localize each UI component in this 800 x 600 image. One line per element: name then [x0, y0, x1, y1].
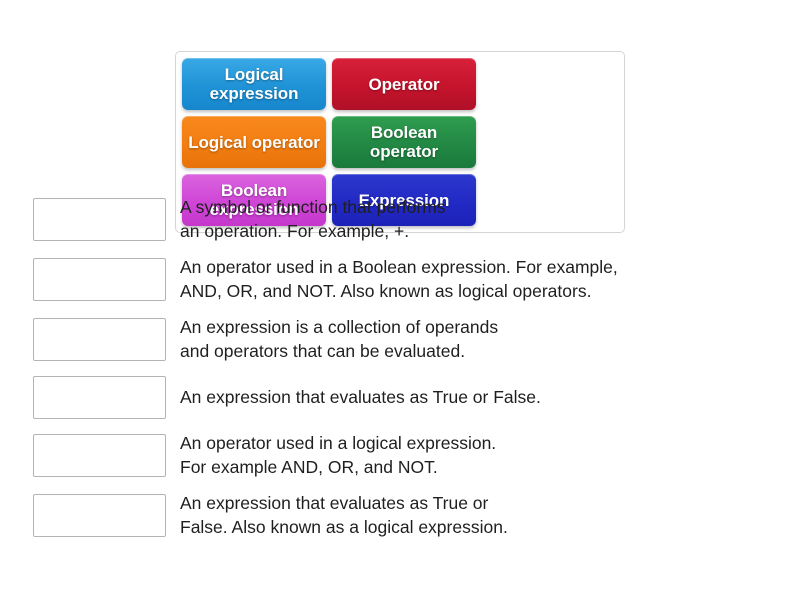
tile-label: Boolean expression [209, 181, 299, 219]
tile-label: Boolean operator [369, 123, 439, 161]
drop-slot-4[interactable] [33, 376, 166, 419]
definition-text: An expression that evaluates as True or … [180, 493, 508, 537]
definition-row: An expression that evaluates as True or … [33, 492, 793, 539]
drop-slot-1[interactable] [33, 198, 166, 241]
draggable-tile-logical-expression[interactable]: Logical expression [182, 58, 326, 110]
draggable-tile-operator[interactable]: Operator [332, 58, 476, 110]
definition-text: An expression is a collection of operand… [180, 317, 499, 361]
drop-slot-2[interactable] [33, 258, 166, 301]
definition-text: An operator used in a logical expression… [180, 433, 497, 477]
definition-row: An expression that evaluates as True or … [33, 376, 793, 419]
drop-slot-6[interactable] [33, 494, 166, 537]
draggable-tile-boolean-expression[interactable]: Boolean expression [182, 174, 326, 226]
definition-row: An expression is a collection of operand… [33, 316, 793, 363]
drop-slot-3[interactable] [33, 318, 166, 361]
draggable-tile-expression[interactable]: Expression [332, 174, 476, 226]
definition-row: An operator used in a logical expression… [33, 432, 793, 479]
definition-text: A symbol or function that performs an op… [180, 197, 446, 241]
definition-row: An operator used in a Boolean expression… [33, 256, 793, 303]
definition-text: An operator used in a Boolean expression… [180, 257, 618, 301]
definition-text: An expression that evaluates as True or … [180, 386, 541, 407]
draggable-tile-boolean-operator[interactable]: Boolean operator [332, 116, 476, 168]
tile-label: Logical operator [188, 132, 320, 152]
definition-row: A symbol or function that performs an op… [33, 196, 793, 243]
draggable-tile-logical-operator[interactable]: Logical operator [182, 116, 326, 168]
tile-label: Logical expression [209, 65, 299, 103]
tile-label: Expression [358, 190, 450, 210]
tile-label: Operator [368, 74, 440, 94]
tile-bank: Logical expression Operator Logical oper… [175, 51, 625, 233]
drop-slot-5[interactable] [33, 434, 166, 477]
definition-list: A symbol or function that performs an op… [33, 196, 793, 552]
